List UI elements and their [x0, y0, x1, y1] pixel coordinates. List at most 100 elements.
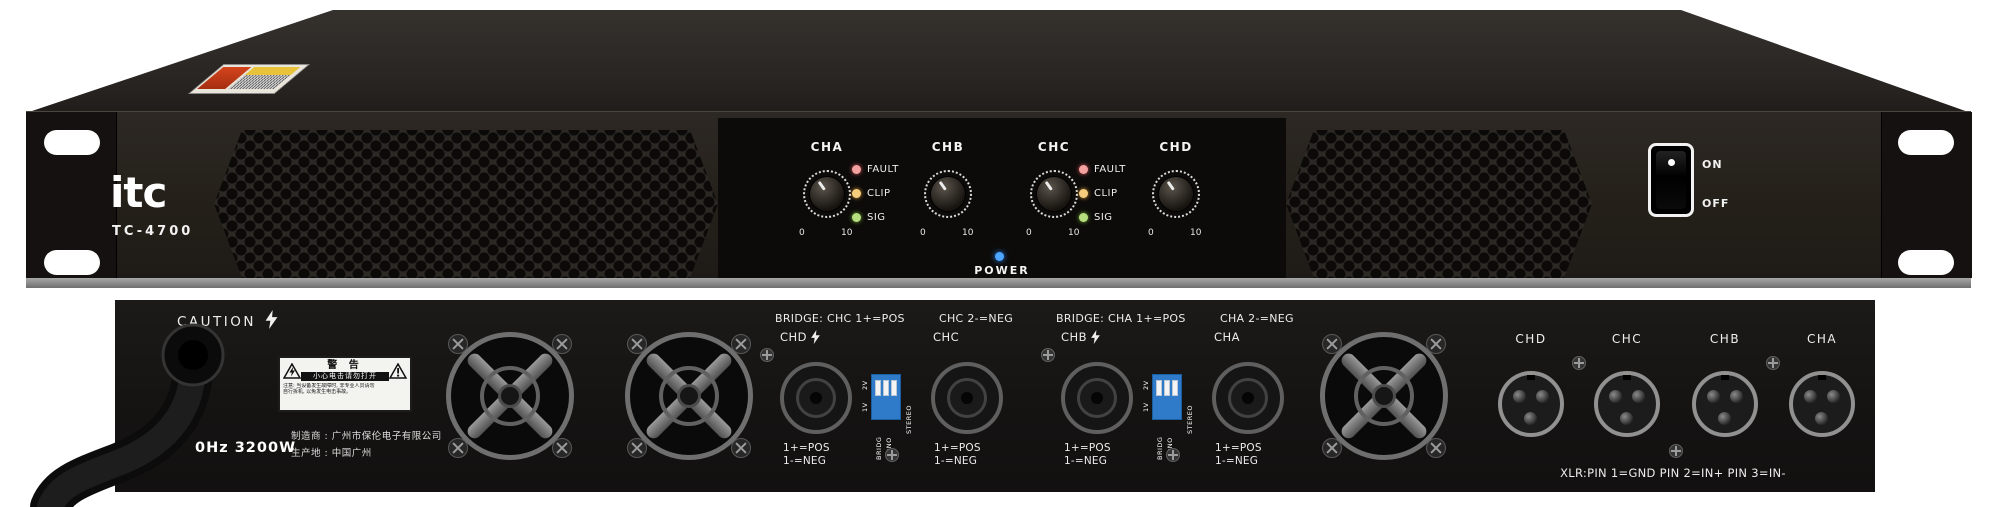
mode-dip-switch-group-1[interactable]: 2V 1V STEREO BRIDG MONO: [853, 360, 917, 470]
power-spec-label: 0Hz 3200W: [195, 440, 297, 456]
xlr-channel-label-chb: CHB: [1709, 332, 1741, 346]
bridge-label-chc-pos: BRIDGE: CHC 1+=POS: [775, 312, 905, 325]
cooling-fan: [1320, 332, 1448, 460]
screw: [760, 348, 774, 362]
speakon-chb-text: CHB: [1061, 330, 1088, 344]
bridge-label-chc-neg: CHC 2-=NEG: [939, 312, 1014, 325]
screw: [1426, 438, 1446, 458]
led-cluster-cd: FAULT CLIP SIG: [1079, 164, 1151, 236]
clip-led-label: CLIP: [867, 188, 891, 199]
xlr-input-cha: [1789, 371, 1855, 437]
polarity-pos: 1+=POS: [783, 442, 830, 454]
clip-led: [1079, 189, 1088, 198]
warning-title: 警 告: [327, 360, 363, 371]
fault-led: [1079, 165, 1088, 174]
gain-knob-cha[interactable]: [810, 177, 844, 211]
knob-scale-max: 10: [841, 228, 853, 238]
clip-led: [852, 189, 861, 198]
screw: [1669, 444, 1683, 458]
knob-tick-ring: [1030, 170, 1078, 218]
speakon-chc-text: CHC: [933, 330, 960, 344]
bridge-label-cha-neg: CHA 2-=NEG: [1220, 312, 1294, 325]
bridge-label-cha-pos: BRIDGE: CHA 1+=POS: [1056, 312, 1186, 325]
rack-mount-hole: [44, 250, 100, 275]
power-led: [995, 252, 1004, 261]
screw: [1322, 334, 1342, 354]
signal-led-label: SIG: [867, 212, 886, 223]
knob-tick-ring: [924, 170, 972, 218]
polarity-neg: 1-=NEG: [934, 455, 978, 467]
xlr-channel-label-chc: CHC: [1611, 332, 1643, 346]
cooling-fan: [446, 332, 574, 460]
gain-knob-chb[interactable]: [931, 177, 965, 211]
dip-label-bridg: BRIDG: [875, 436, 883, 460]
screw: [1041, 348, 1055, 362]
warning-note-line1: 当设备发生故障时, 非专业人员请勿: [296, 383, 375, 389]
gain-knob-chc[interactable]: [1037, 177, 1071, 211]
dip-switch-block[interactable]: [871, 374, 901, 420]
signal-led: [852, 213, 861, 222]
signal-led-label: SIG: [1094, 212, 1113, 223]
right-ventilation-grille: [1286, 130, 1592, 278]
mode-dip-switch-group-2[interactable]: 2V 1V STEREO BRIDG MONO: [1134, 360, 1198, 470]
rack-mount-hole: [44, 130, 100, 155]
fault-led-label: FAULT: [1094, 164, 1126, 175]
rack-mount-hole: [1898, 130, 1954, 155]
chassis-top: [26, 10, 1971, 113]
xlr-input-chd: [1498, 371, 1564, 437]
cooling-fan: [625, 332, 753, 460]
dip-label-1v: 1V: [1142, 402, 1150, 412]
speakon-channel-label-chd: CHD: [780, 330, 820, 344]
channel-label-chb: CHB: [931, 140, 965, 154]
dip-label-1v: 1V: [861, 402, 869, 412]
channel-label-chd: CHD: [1159, 140, 1193, 154]
warning-note-label: 注意:: [283, 383, 295, 389]
polarity-label-cha: 1+=POS 1-=NEG: [1215, 442, 1262, 468]
speakon-chc: [931, 362, 1003, 434]
screw: [885, 448, 899, 462]
xlr-input-chb: [1692, 371, 1758, 437]
lightning-bolt-icon: [265, 310, 278, 329]
screw: [627, 438, 647, 458]
warning-triangle-bolt-icon: [283, 362, 301, 379]
speakon-chd-text: CHD: [780, 330, 808, 344]
speakon-cha-text: CHA: [1214, 330, 1241, 344]
screw: [1426, 334, 1446, 354]
xlr-channel-label-chd: CHD: [1515, 332, 1547, 346]
warning-label: 警 告 小心电击请勿打开 注意: 当设备发生故障时, 非专业人员请勿 自行拆机,…: [278, 356, 412, 412]
brand-logo: itc: [110, 168, 167, 217]
left-ventilation-grille: [214, 130, 718, 278]
gain-knob-chd[interactable]: [1159, 177, 1193, 211]
led-cluster-ab: FAULT CLIP SIG: [852, 164, 924, 236]
fault-led: [852, 165, 861, 174]
front-panel-bottom-trim: [26, 278, 1971, 288]
screw: [731, 334, 751, 354]
polarity-pos: 1+=POS: [1215, 442, 1262, 454]
xlr-input-chc: [1594, 371, 1660, 437]
power-label: POWER: [974, 264, 1030, 277]
xlr-pinout-note: XLR:PIN 1=GND PIN 2=IN+ PIN 3=IN-: [1560, 466, 1786, 480]
knob-scale-max: 10: [1068, 228, 1080, 238]
control-panel: CHA CHB CHC CHD 0 10 0 10 0 10 0 10 FAUL…: [718, 118, 1286, 278]
rack-mount-hole: [1898, 250, 1954, 275]
dip-switch-block[interactable]: [1152, 374, 1182, 420]
signal-led: [1079, 213, 1088, 222]
speakon-channel-label-cha: CHA: [1214, 330, 1240, 344]
speakon-chd: [780, 362, 852, 434]
fault-led-label: FAULT: [867, 164, 899, 175]
dip-label-2v: 2V: [1142, 380, 1150, 390]
sticker-yellow-strip: [244, 67, 301, 75]
lightning-bolt-icon: [1091, 330, 1100, 344]
dip-label-stereo: STEREO: [1186, 405, 1194, 434]
lightning-bolt-icon: [811, 330, 820, 344]
screw: [552, 438, 572, 458]
power-switch[interactable]: [1648, 143, 1694, 217]
screw: [448, 334, 468, 354]
knob-scale-min: 0: [1026, 228, 1032, 238]
speakon-channel-label-chc: CHC: [933, 330, 959, 344]
rear-panel: CAUTION 警 告 小心电击请勿打开: [115, 300, 1875, 492]
knob-scale-min: 0: [1148, 228, 1154, 238]
channel-label-cha: CHA: [810, 140, 844, 154]
screw: [627, 334, 647, 354]
